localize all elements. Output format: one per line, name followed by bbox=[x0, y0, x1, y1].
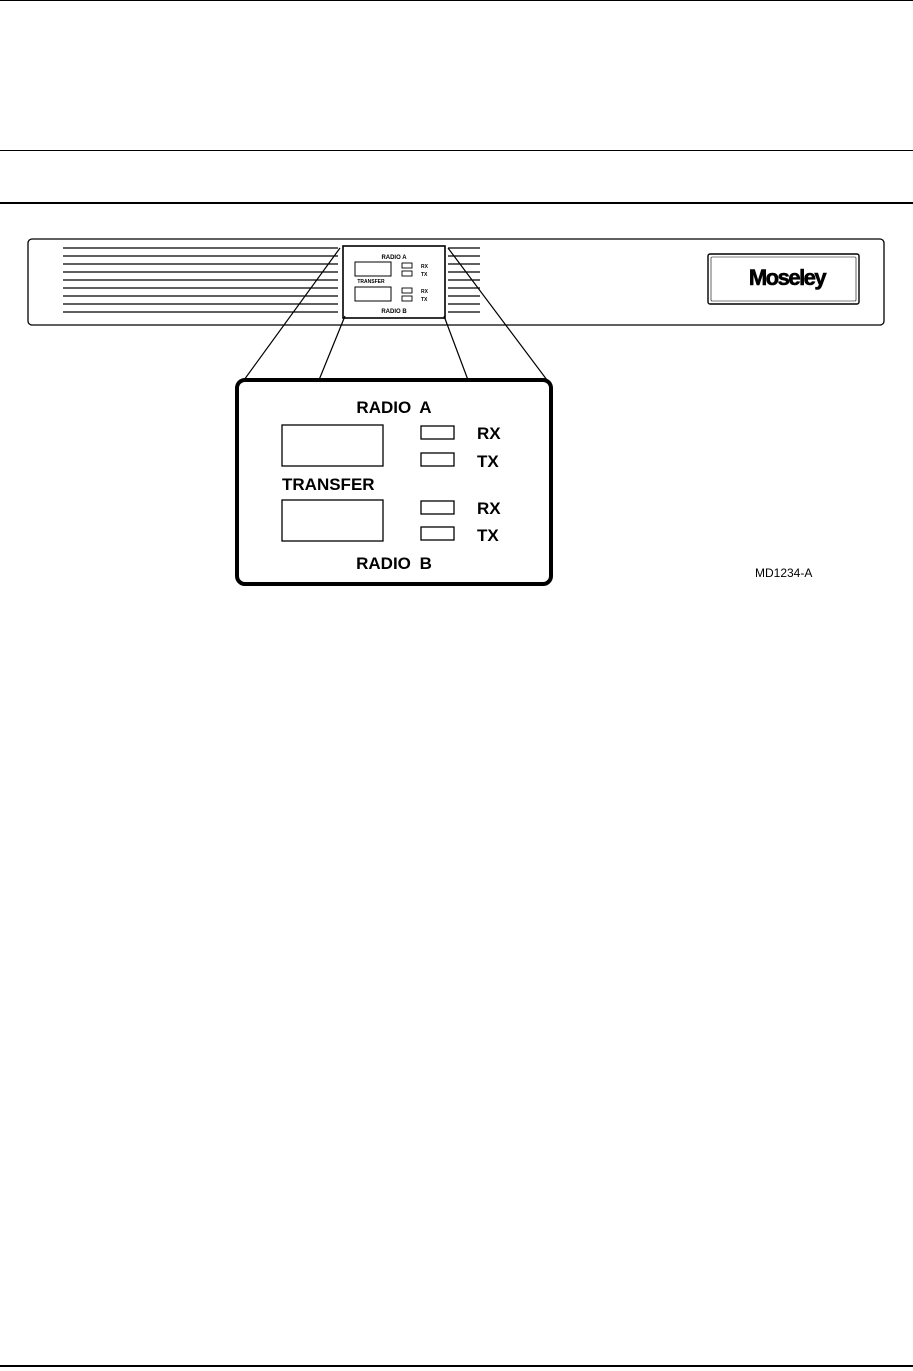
detail-tx-label-a: TX bbox=[477, 452, 499, 471]
vent-slots-left bbox=[63, 248, 338, 312]
detail-rx-label-b: RX bbox=[477, 499, 501, 518]
drawing-number: MD1234-A bbox=[755, 566, 812, 580]
detail-tx-label-b: TX bbox=[477, 526, 499, 545]
detail-transfer-label: TRANSFER bbox=[282, 475, 375, 494]
mini-tx-label-a: TX bbox=[421, 272, 428, 278]
mini-radio-a-label: RADIO A bbox=[381, 255, 407, 261]
brand-logo: Moseley bbox=[749, 265, 828, 290]
mini-rx-label-a: RX bbox=[421, 264, 429, 270]
mini-radio-b-label: RADIO B bbox=[381, 309, 407, 315]
mini-rx-label-b: RX bbox=[421, 289, 429, 295]
mini-tx-label-b: TX bbox=[421, 297, 428, 303]
mini-transfer-label: TRANSFER bbox=[357, 279, 385, 285]
detail-radio-a-label: RADIO A bbox=[356, 398, 431, 417]
detail-rx-label-a: RX bbox=[477, 424, 501, 443]
detail-radio-b-label: RADIO B bbox=[356, 554, 432, 573]
vent-slots-right bbox=[448, 248, 480, 312]
